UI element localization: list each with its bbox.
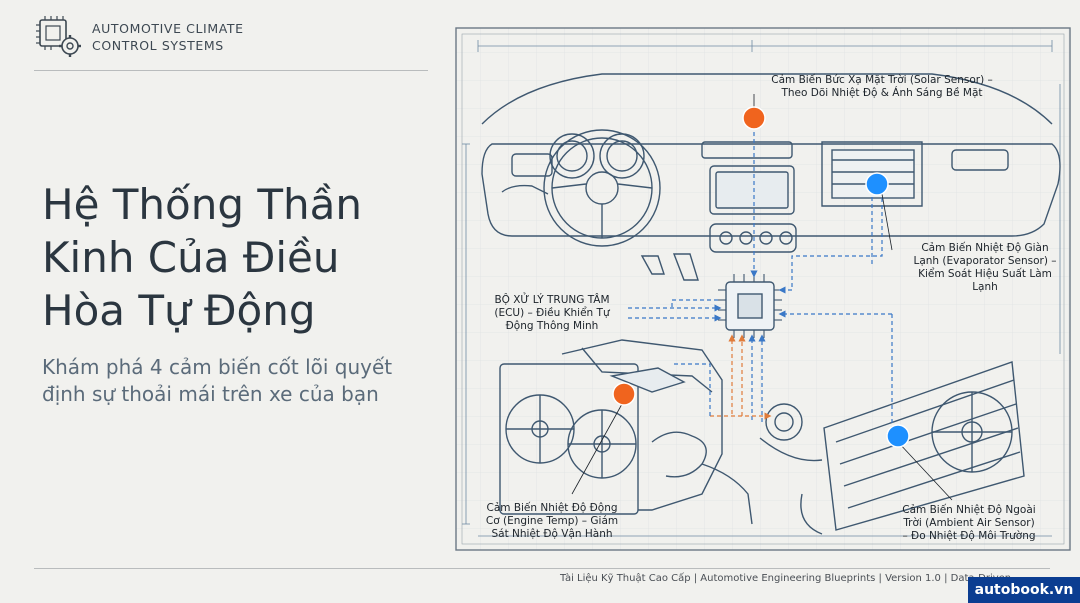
label-evaporator-line-1: Cảm Biến Nhiệt Độ Giàn <box>921 242 1049 254</box>
footer-text: Tài Liệu Kỹ Thuật Cao Cấp | Automotive E… <box>560 573 1012 584</box>
label-evaporator-line-2: Lạnh (Evaporator Sensor) – <box>913 255 1057 267</box>
header-divider <box>34 70 428 71</box>
label-engine-line-2: Cơ (Engine Temp) – Giám <box>485 515 619 527</box>
engine-sensor-dot <box>612 382 636 406</box>
blueprint-diagram: Cảm Biến Bức Xạ Mặt Trời (Solar Sensor) … <box>452 24 1074 554</box>
evaporator-sensor-dot <box>865 172 889 196</box>
watermark-badge: autobook.vn <box>968 577 1080 603</box>
condenser-drawing <box>759 361 1025 535</box>
signal-paths <box>628 118 896 448</box>
page-title: Hệ Thống Thần Kinh Của Điều Hòa Tự Động <box>42 180 363 335</box>
label-evaporator-line-3: Kiểm Soát Hiệu Suất Làm <box>918 268 1052 280</box>
page-subtitle: Khám phá 4 cảm biến cốt lõi quyết định s… <box>42 355 393 406</box>
ambient-sensor-dot <box>886 424 910 448</box>
blueprint-svg <box>455 27 1071 551</box>
label-ambient-line-3: – Đo Nhiệt Độ Môi Trường <box>902 530 1036 542</box>
label-evaporator-line-4: Lạnh <box>972 281 998 293</box>
label-ecu-line-2: (ECU) – Điều Khiển Tự <box>494 307 610 319</box>
footer-divider <box>34 568 1050 569</box>
label-solar-line-2: Theo Dõi Nhiệt Độ & Ánh Sáng Bề Mặt <box>781 87 983 99</box>
brand-line-2: CONTROL SYSTEMS <box>92 38 224 53</box>
solar-sensor-dot <box>742 106 766 130</box>
label-ecu: BỘ XỬ LÝ TRUNG TÂM (ECU) – Điều Khiển Tự… <box>472 294 632 333</box>
label-ambient-sensor: Cảm Biến Nhiệt Độ Ngoài Trời (Ambient Ai… <box>884 504 1054 543</box>
label-engine-line-1: Cảm Biến Nhiệt Độ Động <box>486 502 618 514</box>
label-solar-sensor: Cảm Biến Bức Xạ Mặt Trời (Solar Sensor) … <box>752 74 1012 100</box>
brand: AUTOMOTIVE CLIMATE CONTROL SYSTEMS <box>34 14 244 60</box>
brand-title: AUTOMOTIVE CLIMATE CONTROL SYSTEMS <box>92 20 244 54</box>
ecu-chip <box>718 274 782 338</box>
label-solar-line-1: Cảm Biến Bức Xạ Mặt Trời (Solar Sensor) … <box>771 74 993 86</box>
brand-line-1: AUTOMOTIVE CLIMATE <box>92 21 244 36</box>
label-ecu-line-1: BỘ XỬ LÝ TRUNG TÂM <box>494 294 610 306</box>
label-evaporator-sensor: Cảm Biến Nhiệt Độ Giàn Lạnh (Evaporator … <box>900 242 1070 294</box>
chip-gear-icon <box>36 16 81 57</box>
label-ecu-line-3: Động Thông Minh <box>505 320 599 332</box>
label-engine-line-3: Sát Nhiệt Độ Vận Hành <box>491 528 613 540</box>
label-ambient-line-1: Cảm Biến Nhiệt Độ Ngoài <box>902 504 1036 516</box>
leader-lines <box>571 94 953 501</box>
dimension-lines <box>462 40 1061 537</box>
label-ambient-line-2: Trời (Ambient Air Sensor) <box>903 517 1035 529</box>
label-engine-sensor: Cảm Biến Nhiệt Độ Động Cơ (Engine Temp) … <box>472 502 632 541</box>
engine-drawing <box>499 339 753 525</box>
